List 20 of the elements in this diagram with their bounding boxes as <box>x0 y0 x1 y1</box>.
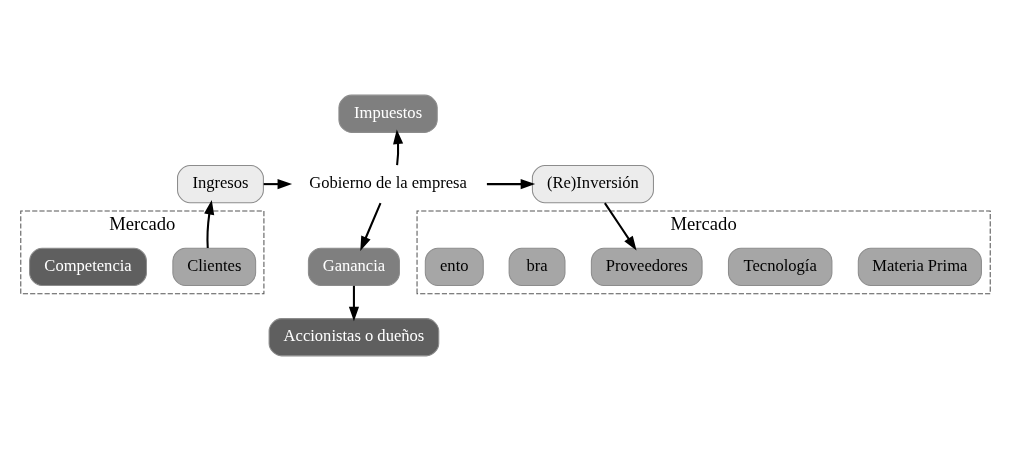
node-box: Ingresos <box>177 164 264 204</box>
node-box: Ganancia <box>307 247 400 287</box>
node-box: (Re)Inversión <box>531 164 654 204</box>
arrow <box>393 129 404 166</box>
node-box: Tecnología <box>727 247 833 287</box>
node-box: bra <box>508 247 566 287</box>
node-box: Proveedores <box>590 247 703 287</box>
node-box: ento <box>424 247 484 287</box>
arrow <box>348 285 359 322</box>
node-text: Gobierno de la empresa <box>309 173 467 193</box>
node-box: Competencia <box>29 247 147 287</box>
arrow <box>263 179 293 190</box>
node-box: Accionistas o dueños <box>268 318 440 357</box>
arrow <box>360 202 382 251</box>
node-box: Clientes <box>172 247 257 287</box>
arrow <box>486 179 536 190</box>
node-box: Materia Prima <box>857 247 982 287</box>
node-box: Impuestos <box>338 94 438 133</box>
arrow <box>604 202 637 251</box>
arrow <box>204 199 215 249</box>
